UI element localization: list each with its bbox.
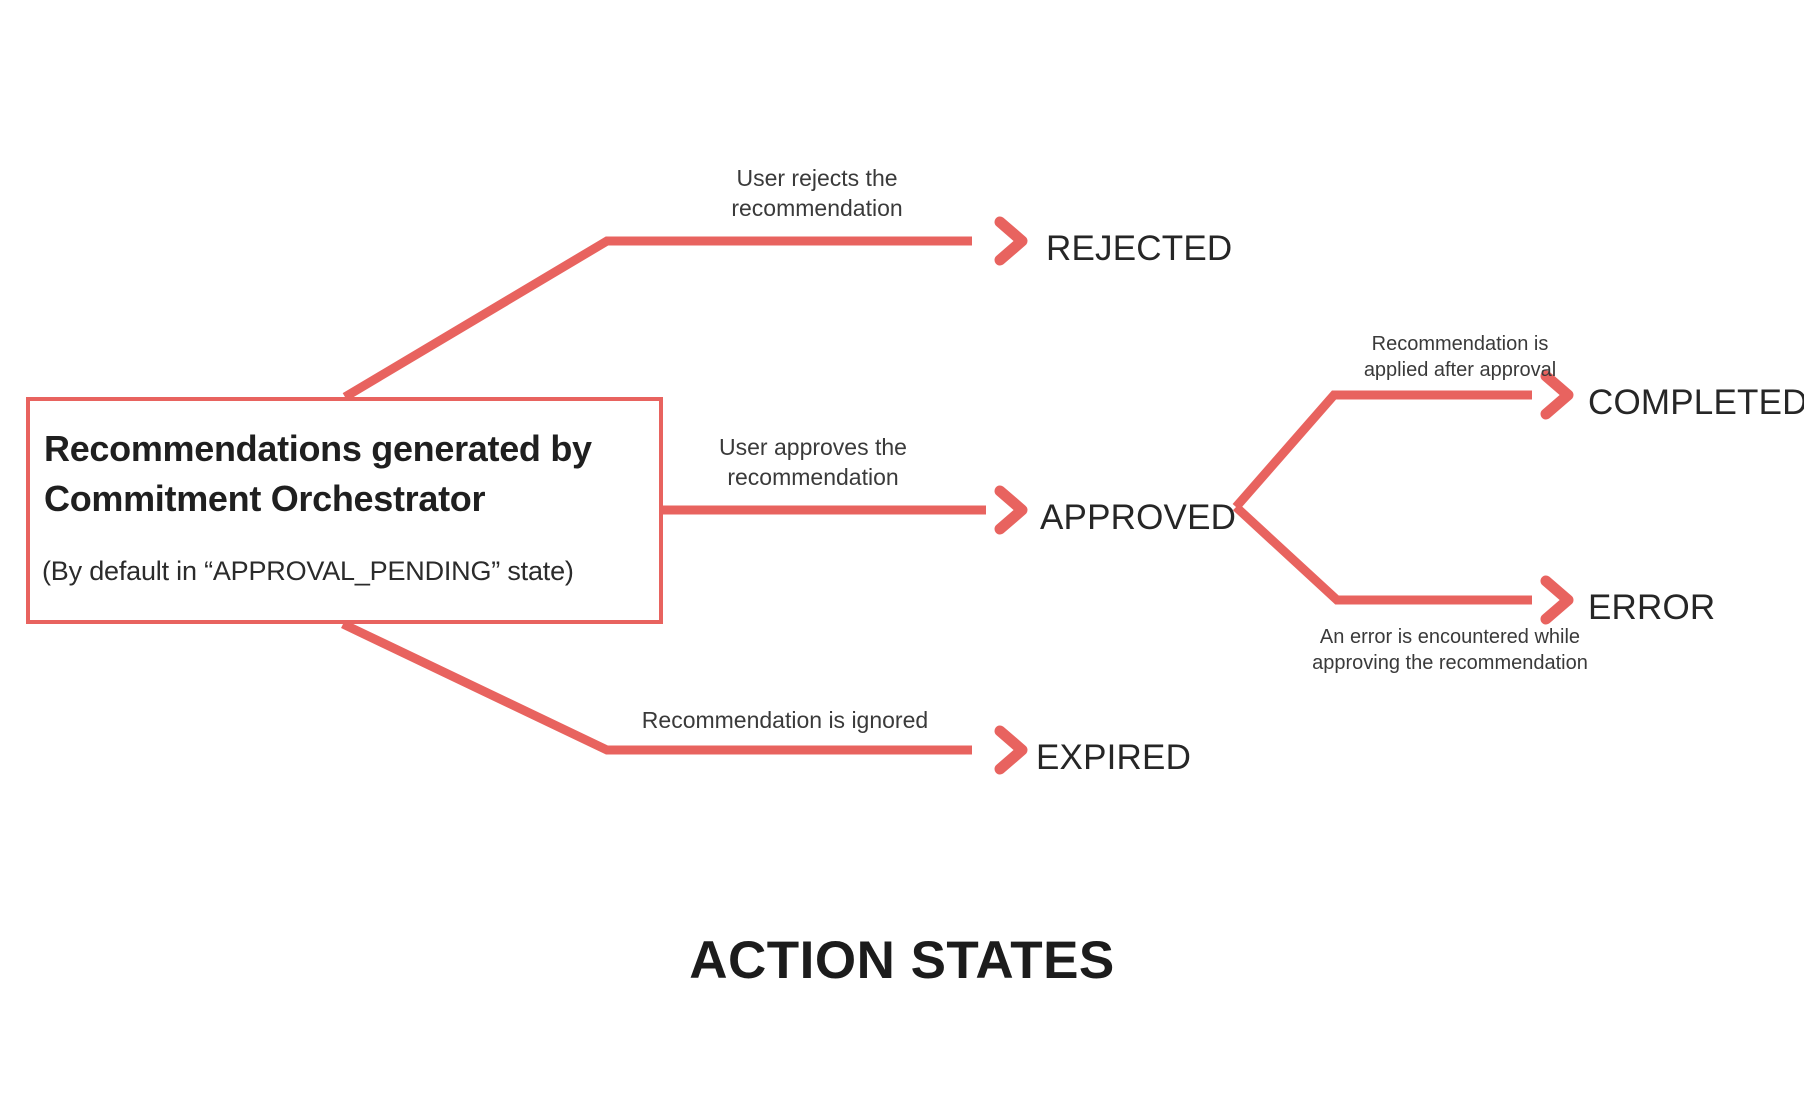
state-node-error: ERROR — [1588, 588, 1716, 627]
arrowhead-rejected-icon — [994, 216, 1028, 266]
arrowhead-approved-icon — [994, 485, 1028, 535]
arrowhead-error-icon — [1540, 575, 1574, 625]
source-node-subtitle: (By default in “APPROVAL_PENDING” state) — [42, 556, 574, 586]
edge-label-to-completed: Recommendation is applied after approval — [1363, 333, 1557, 382]
edge-label-to-error: An error is encountered while approving … — [1312, 626, 1588, 675]
edge-label-to-expired: Recommendation is ignored — [641, 707, 929, 733]
state-node-approved: APPROVED — [1040, 498, 1237, 537]
state-node-expired: EXPIRED — [1036, 738, 1192, 777]
arrowhead-expired-icon — [994, 725, 1028, 775]
state-node-rejected: REJECTED — [1046, 229, 1233, 268]
edge-approved-to-error — [1232, 503, 1532, 605]
source-node-title: Recommendations generated by Commitment … — [44, 428, 592, 519]
source-node: Recommendations generated by Commitment … — [26, 397, 663, 624]
edge-label-to-approved: User approves the recommendation — [719, 434, 907, 491]
edge-approved-to-completed — [1232, 390, 1532, 510]
edge-source-to-rejected — [342, 236, 972, 401]
diagram-caption: ACTION STATES — [689, 931, 1115, 990]
state-node-completed: COMPLETED — [1588, 383, 1804, 422]
edge-label-to-rejected: User rejects the recommendation — [731, 165, 903, 222]
